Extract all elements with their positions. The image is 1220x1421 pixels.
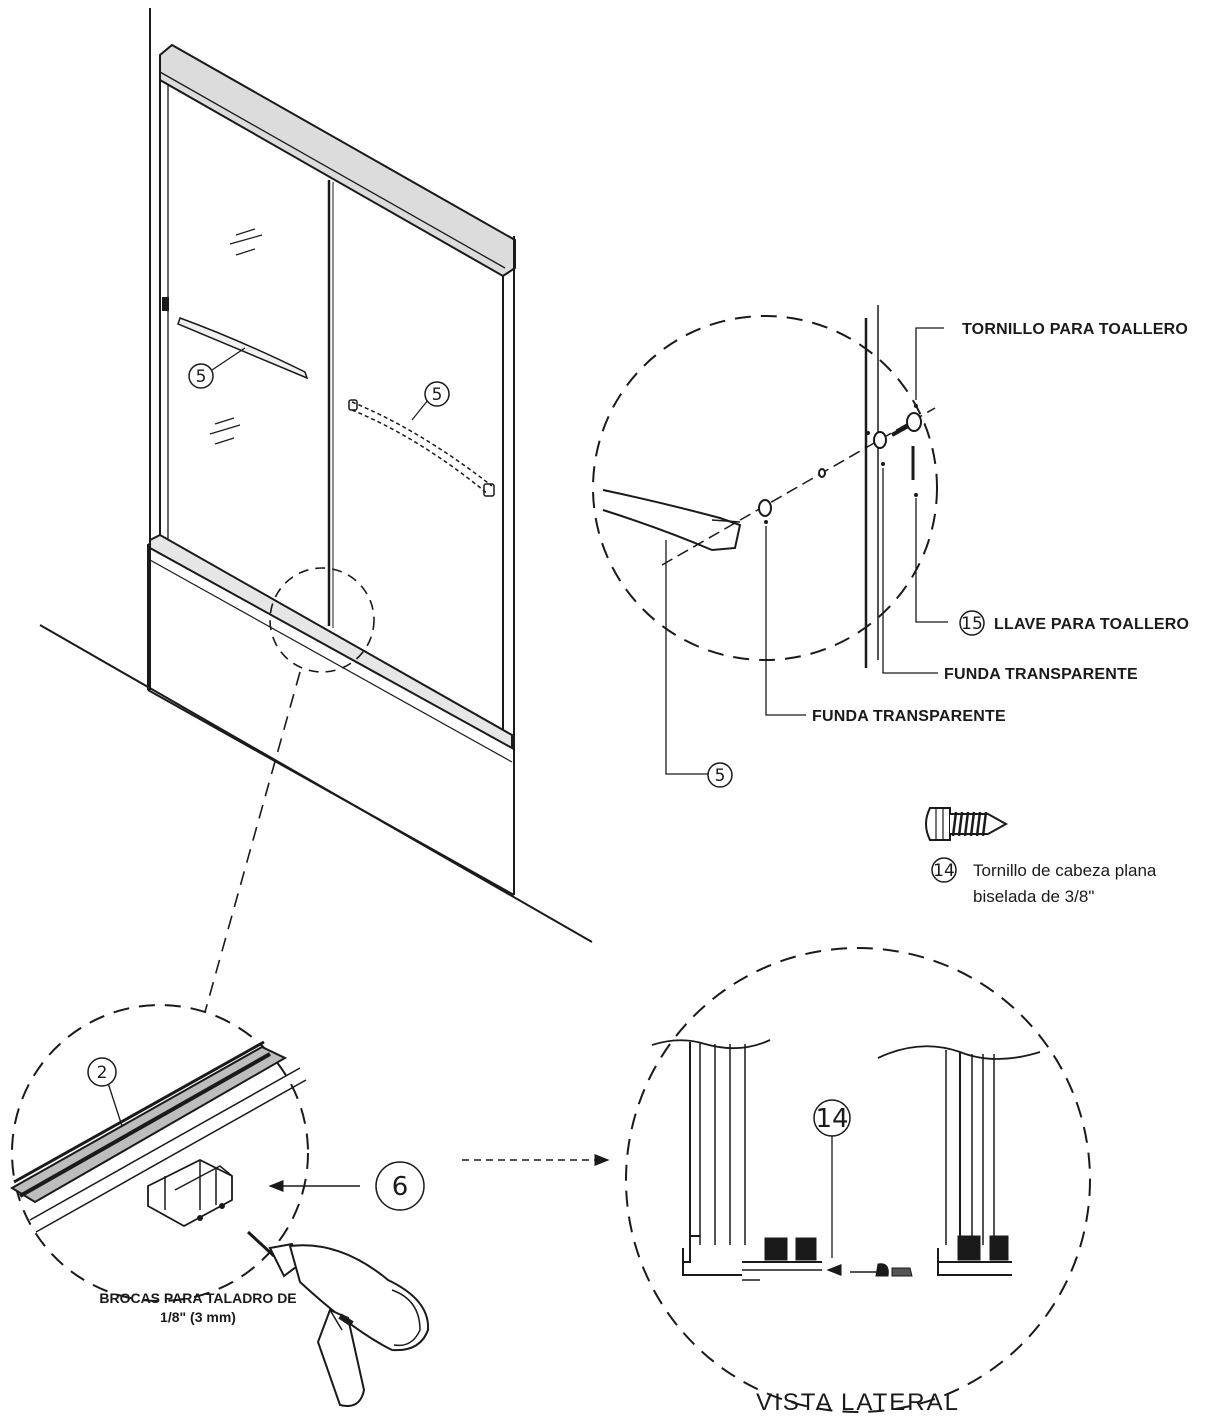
callout-side-screw-number: 14 [815,1104,848,1134]
screw-legend: 14 Tornillo de cabeza plana biselada de … [931,857,1157,906]
side-view-title: VISTA LATERAL [756,1389,960,1416]
screw-legend-line1: Tornillo de cabeza plana [973,861,1157,880]
side-view [625,947,1091,1413]
screw-icon [925,807,1009,841]
track-detail [10,1004,610,1302]
drill-bit-label-line2: 1/8" (3 mm) [160,1309,236,1325]
screw-legend-number: 14 [933,861,955,881]
bottom-track [149,533,513,750]
callout-bar-detail: 5 [707,762,733,788]
callout-bar-right: 5 [424,381,450,407]
callout-track: 2 [87,1057,117,1087]
callout-bar-right-number: 5 [432,385,443,405]
zoom-leader [204,671,301,1013]
label-funda-transparente-1: FUNDA TRANSPARENTE [944,666,1138,683]
callout-bar-left-number: 5 [196,367,207,387]
header-rail [159,43,516,278]
callout-bar-detail-number: 5 [715,766,726,786]
towel-bar-right [351,401,493,487]
zoom-circle-towel-bar [592,315,938,661]
zoom-circle-guide [11,1004,309,1302]
callout-side-screw: 14 [813,1099,851,1137]
label-tornillo-toallero: TORNILLO PARA TOALLERO [962,321,1188,338]
drill-bit-label-line1: BROCAS PARA TALADRO DE [99,1290,296,1306]
callout-bar-left: 5 [188,363,214,389]
towel-bar-detail [592,305,948,775]
shower-door-main-view [39,8,593,1013]
label-llave-toallero: LLAVE PARA TOALLERO [994,616,1189,633]
callout-guide: 6 [375,1161,425,1211]
screw-legend-line2: biselada de 3/8" [973,887,1094,906]
towel-bar-left [177,317,309,380]
callout-guide-number: 6 [392,1172,409,1202]
drill-icon [246,1230,430,1407]
callout-llave: 15 [959,610,985,636]
callout-llave-number: 15 [961,614,983,634]
zoom-circle-side-view [625,947,1091,1413]
callout-track-number: 2 [97,1063,108,1083]
zoom-circle-track [269,567,375,673]
hinge-mark [162,297,169,311]
glass-reflection-marks [209,228,263,445]
label-funda-transparente-2: FUNDA TRANSPARENTE [812,708,1006,725]
